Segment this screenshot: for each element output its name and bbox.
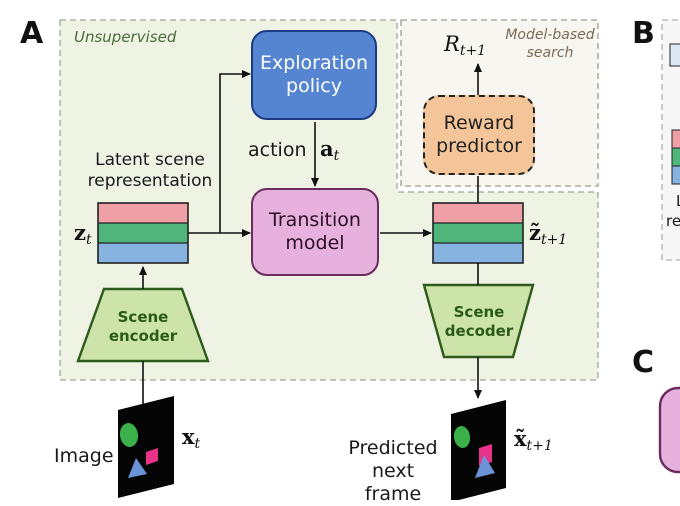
unsupervised-label: Unsupervised — [74, 28, 177, 46]
latent-stack-zt — [97, 202, 189, 264]
z-t-base: z — [74, 220, 86, 245]
latent-symbol-zt: zt — [74, 220, 92, 248]
scene-encoder-shape — [76, 287, 210, 363]
frame-symbol-x-next: x̃t+1 — [514, 426, 553, 454]
panel-b-cropped-text-2: re — [666, 212, 680, 230]
panel-letter-b: B — [632, 16, 655, 51]
latent-symbol-z-next: z̃t+1 — [529, 220, 567, 248]
image-label: Image — [54, 445, 114, 467]
transition-model-node: Transition model — [251, 188, 379, 276]
input-image — [118, 396, 174, 498]
panel-letter-a: A — [20, 16, 44, 51]
x-t-base: x — [182, 424, 195, 449]
z-t-sub: t — [85, 232, 92, 248]
r-next-sub: t+1 — [459, 43, 487, 59]
r-next-base: R — [444, 32, 460, 56]
panel-b-region — [661, 19, 680, 261]
scene-encoder-label: Scene encoder — [108, 308, 178, 345]
panel-c-shape — [658, 386, 680, 474]
action-symbol-at: at — [320, 136, 339, 164]
action-label: action — [248, 139, 307, 161]
connectors — [139, 63, 482, 405]
x-next-base: x̃ — [514, 426, 527, 451]
reward-predictor-node: Reward predictor — [423, 95, 535, 175]
scene-decoder-label: Scene decoder — [444, 303, 514, 340]
model-based-search-label: Model-based search — [505, 27, 595, 61]
image-symbol-xt: xt — [182, 424, 200, 452]
predicted-frame-image — [451, 400, 506, 500]
predicted-next-frame-label: Predicted next frame — [348, 437, 438, 505]
reward-symbol-r-next: Rt+1 — [444, 32, 486, 59]
x-next-sub: t+1 — [526, 438, 553, 454]
z-next-base: z̃ — [529, 220, 541, 245]
scene-decoder-shape — [422, 283, 535, 359]
x-t-sub: t — [194, 436, 201, 452]
panel-b-cropped-text-1: L — [676, 190, 680, 213]
panel-b-latent-stack — [669, 43, 680, 185]
latent-scene-representation-label: Latent scene representation — [87, 150, 213, 191]
z-next-sub: t+1 — [540, 232, 568, 248]
a-t-sub: t — [333, 148, 340, 164]
exploration-policy-node: Exploration policy — [251, 30, 377, 120]
a-t-base: a — [320, 136, 334, 161]
panel-letter-c: C — [632, 345, 655, 380]
latent-stack-z-next — [432, 202, 524, 264]
